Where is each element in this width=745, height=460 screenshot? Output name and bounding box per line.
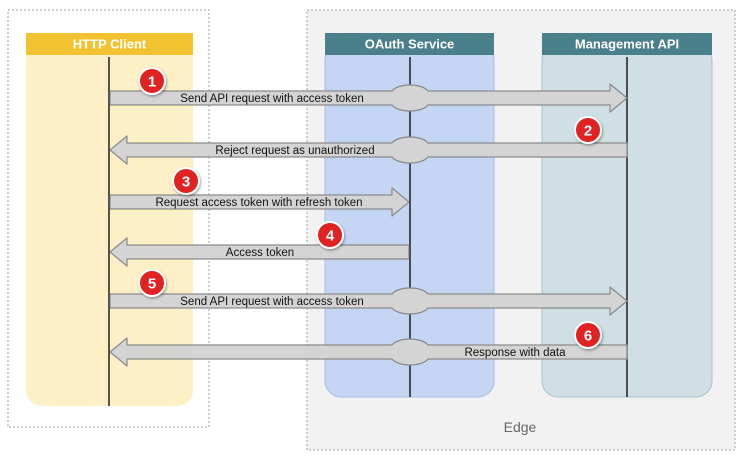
message-1: Send API request with access token: [109, 83, 628, 113]
step-badge-3: 3: [172, 167, 200, 195]
message-3-arrow: [109, 187, 410, 217]
svg-text:5: 5: [148, 276, 156, 293]
message-5-arrow: [109, 286, 628, 316]
message-3: Request access token with refresh token: [109, 187, 410, 217]
svg-text:2: 2: [584, 123, 592, 140]
step-badge-6: 6: [574, 321, 602, 349]
message-6-arrow: [109, 337, 628, 367]
http-client-title: HTTP Client: [73, 37, 147, 52]
message-2-arrow: [109, 135, 628, 165]
step-badge-4: 4: [316, 221, 344, 249]
message-1-arrow: [109, 83, 628, 113]
message-3-label: Request access token with refresh token: [155, 197, 362, 209]
svg-text:4: 4: [326, 228, 335, 245]
message-1-label: Send API request with access token: [180, 93, 363, 105]
edge-group-label: Edge: [504, 419, 537, 435]
oauth-service-header: [325, 33, 494, 55]
management-api-title: Management API: [575, 37, 679, 52]
message-2: Reject request as unauthorized: [109, 135, 628, 165]
svg-text:1: 1: [148, 74, 156, 91]
management-api-header: [542, 33, 712, 55]
message-6: Response with data: [109, 337, 628, 367]
svg-text:6: 6: [584, 328, 592, 345]
step-badge-5: 5: [138, 269, 166, 297]
message-4-label: Access token: [226, 247, 294, 259]
svg-text:3: 3: [182, 174, 190, 191]
step-badge-1: 1: [138, 67, 166, 95]
message-5-label: Send API request with access token: [180, 296, 363, 308]
message-6-label: Response with data: [464, 347, 566, 359]
message-5: Send API request with access token: [109, 286, 628, 316]
step-badge-2: 2: [574, 116, 602, 144]
oauth-service-title: OAuth Service: [365, 37, 455, 52]
http-client-header: [26, 33, 193, 55]
message-2-label: Reject request as unauthorized: [215, 145, 374, 157]
